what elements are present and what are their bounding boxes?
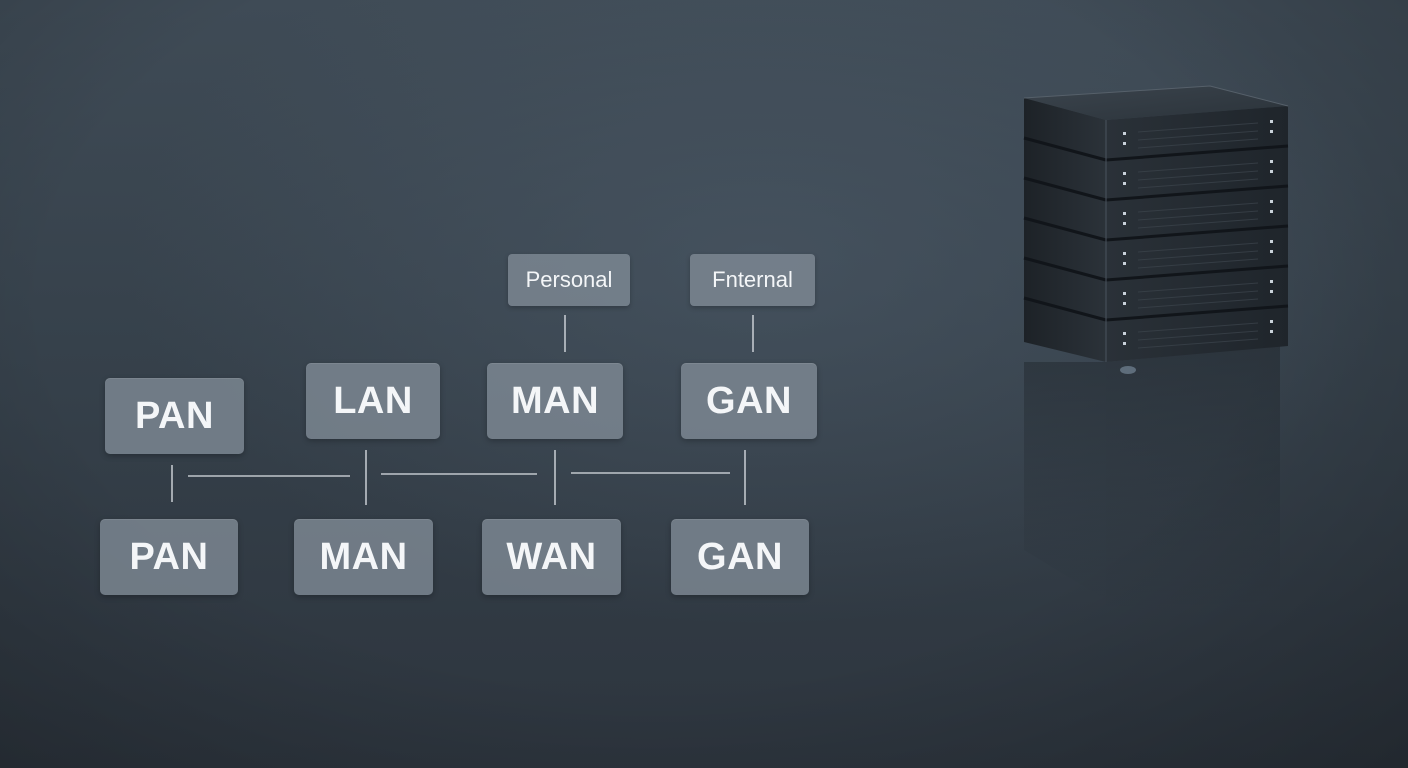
node-top-pan: PAN (105, 378, 244, 454)
node-top-man: MAN (487, 363, 623, 439)
server-rack-icon (1023, 85, 1289, 610)
node-bottom-man: MAN (294, 519, 433, 595)
tag-personal: Personal (508, 254, 630, 306)
node-top-lan: LAN (306, 363, 440, 439)
node-bottom-gan: GAN (671, 519, 809, 595)
node-bottom-wan: WAN (482, 519, 621, 595)
node-top-gan: GAN (681, 363, 817, 439)
node-bottom-pan: PAN (100, 519, 238, 595)
tag-fnternal: Fnternal (690, 254, 815, 306)
